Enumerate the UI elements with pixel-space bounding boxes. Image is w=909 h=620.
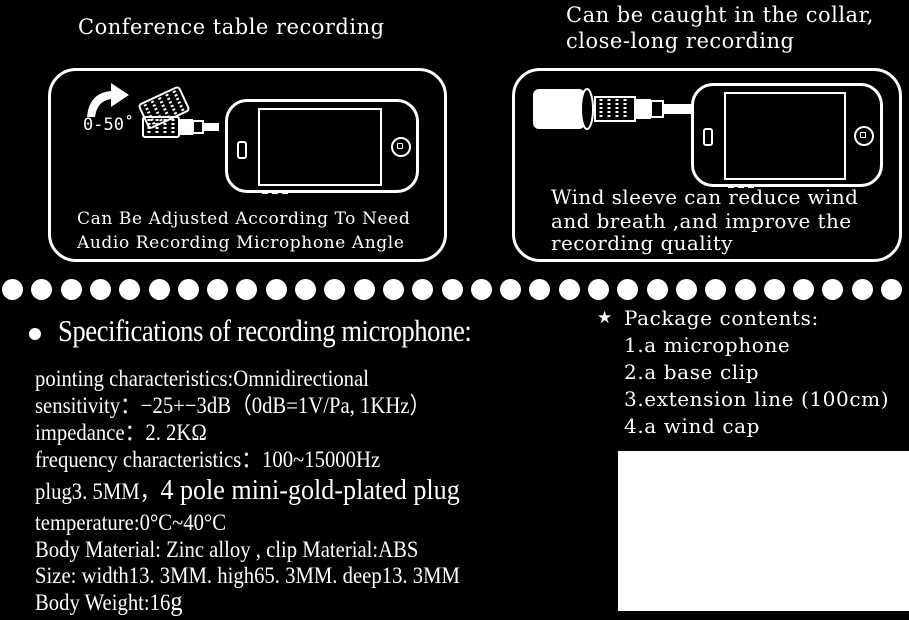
separator-dot [295,279,316,300]
separator-dot [31,279,52,300]
plug-highlight: 4 pole mini-gold-plated plug [160,474,460,506]
wind-note-line1: Wind sleeve can reduce wind [551,185,859,209]
separator-dot [852,279,873,300]
separator-dot [266,279,287,300]
package-item: 2.a base clip [624,360,760,384]
spec-line-pointing: pointing characteristics:Omnidirectional [35,366,369,391]
package-title: Package contents: [624,306,819,330]
adjust-note-line2: Audio Recording Microphone Angle [77,233,405,253]
separator-dot [236,279,257,300]
plug-prefix: plug3. 5MM， [35,479,161,504]
separator-dot [793,279,814,300]
separator-dot [647,279,668,300]
angle-label: 0-50˚ [83,115,135,135]
microphone-icon [138,86,219,138]
separator-dot [207,279,228,300]
package-item: 3.extension line (100cm) [624,387,890,411]
separator-dot [383,279,404,300]
spec-line-size: Size: width13. 3MM. high65. 3MM. deep13.… [35,563,460,588]
package-item: 1.a microphone [624,333,791,357]
curved-arrow-icon [87,83,129,117]
separator-dot [90,279,111,300]
blank-white-box [618,451,909,611]
spec-line-temperature: temperature:0°C~40°C [35,510,227,535]
phone-illustration [691,83,883,188]
adjust-note-line1: Can Be Adjusted According To Need [77,209,411,229]
spec-line-impedance: impedance：2. 2KΩ [35,420,207,445]
separator-dot [588,279,609,300]
separator-dot [822,279,843,300]
separator-dot [617,279,638,300]
separator-dot [442,279,463,300]
separator-dot [149,279,170,300]
collar-caption-line2: close-long recording [566,29,795,53]
separator-dot [735,279,756,300]
wind-sleeve-panel: Wind sleeve can reduce wind and breath ,… [512,68,902,262]
spec-line-plug: plug3. 5MM，4 pole mini-gold-plated plug [35,474,460,506]
package-item: 4.a wind cap [624,414,761,438]
spec-title: Specifications of recording microphone: [58,313,472,348]
separator-dot [119,279,140,300]
separator-dot [764,279,785,300]
bullet-icon [29,328,41,340]
conference-panel: 0-50˚ Can Be Adjusted According To Need … [48,68,447,262]
wind-note-line3: recording quality [551,231,733,255]
separator-dot [412,279,433,300]
separator-dot [529,279,550,300]
separator-dot [354,279,375,300]
weight-unit: g [170,586,183,616]
dotted-separator [0,279,909,303]
phone-illustration [225,99,419,194]
separator-dot [178,279,199,300]
separator-dot [61,279,82,300]
spec-line-material: Body Material: Zinc alloy , clip Materia… [35,537,419,562]
separator-dot [559,279,580,300]
weight-prefix: Body Weight:16 [35,590,171,615]
spec-line-sensitivity: sensitivity：−25+−3dB（0dB=1V/Pa, 1KHz） [35,393,431,418]
spec-line-weight: Body Weight:16g [35,588,183,617]
conference-caption: Conference table recording [78,15,385,39]
wind-note-line2: and breath ,and improve the [551,209,852,233]
wind-sleeve-microphone-icon [533,88,693,130]
separator-dot [881,279,902,300]
separator-dot [471,279,492,300]
separator-dot [2,279,23,300]
star-icon: ★ [597,308,613,328]
collar-caption-line1: Can be caught in the collar, [566,3,874,27]
separator-dot [324,279,345,300]
separator-dot [705,279,726,300]
separator-dot [676,279,697,300]
separator-dot [500,279,521,300]
spec-line-frequency: frequency characteristics：100~15000Hz [35,447,381,472]
